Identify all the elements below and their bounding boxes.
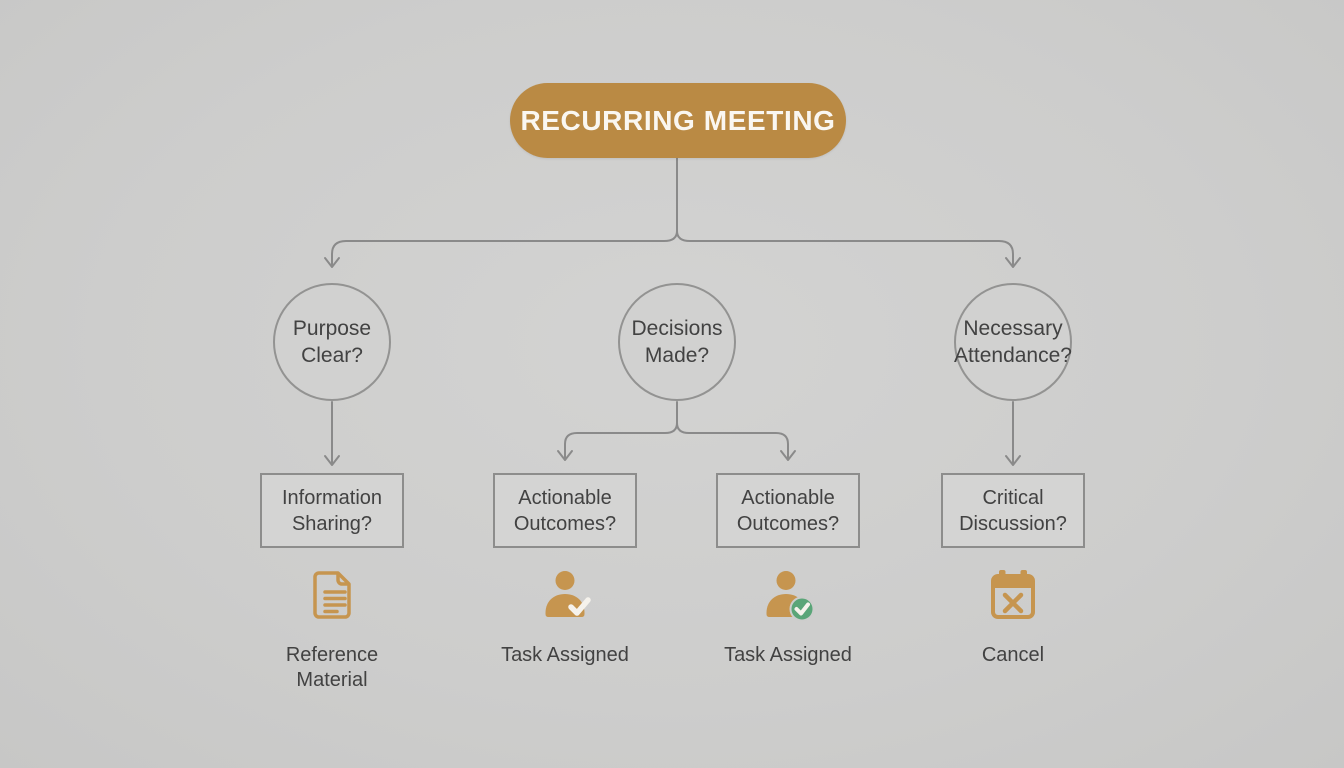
question-label-line1: Critical — [982, 486, 1044, 509]
question-label-line1: Actionable — [741, 486, 835, 509]
document-icon — [304, 567, 360, 623]
question-box-actionable-outcomes-2: Actionable Outcomes? — [716, 473, 860, 548]
question-label-line2: Outcomes? — [736, 512, 840, 535]
outcome-label-reference-material: Reference Material — [285, 644, 379, 691]
decision-circle-necessary-attendance: Necessary Attendance? — [954, 283, 1072, 401]
decision-label-line1: Decisions — [631, 316, 723, 340]
question-box-information-sharing: Information Sharing? — [260, 473, 404, 548]
decision-label-line1: Purpose — [292, 316, 372, 340]
arrowhead-middle-right-rect — [780, 450, 796, 461]
connector-middle-right — [676, 422, 789, 459]
question-label-line1: Information — [281, 486, 383, 509]
question-label-line2: Outcomes? — [513, 512, 617, 535]
arrowhead-middle-left-rect — [557, 450, 573, 461]
question-label-line2: Discussion? — [959, 512, 1067, 535]
outcome-label-cancel: Cancel — [981, 644, 1045, 666]
decision-circle-purpose-clear: Purpose Clear? — [273, 283, 391, 401]
decision-label-line1: Necessary — [963, 316, 1063, 340]
connector-middle-left — [564, 422, 678, 459]
question-label-line1: Actionable — [518, 486, 612, 509]
calendar-x-icon — [985, 567, 1041, 623]
arrowhead-left-circle — [324, 257, 340, 268]
decision-label-line2: Attendance? — [954, 344, 1072, 367]
person-check-badge-icon — [760, 567, 816, 623]
arrowhead-right-circle — [1005, 257, 1021, 268]
connector-branch-left — [331, 230, 678, 266]
root-node-recurring-meeting: RECURRING MEETING — [510, 83, 846, 158]
decision-label-line2: Clear? — [301, 344, 363, 367]
question-label-line2: Sharing? — [291, 512, 373, 535]
outcome-label-task-assigned-2: Task Assigned — [724, 644, 852, 666]
person-check-icon — [537, 567, 593, 623]
arrowhead-right-rect — [1005, 455, 1021, 466]
outcome-label-task-assigned-1: Task Assigned — [501, 644, 629, 666]
arrowhead-left-rect — [324, 455, 340, 466]
root-node-label: RECURRING MEETING — [520, 104, 836, 136]
decision-circle-decisions-made: Decisions Made? — [618, 283, 736, 401]
question-box-actionable-outcomes-1: Actionable Outcomes? — [493, 473, 637, 548]
connector-branch-right — [676, 230, 1014, 266]
decision-label-line2: Made? — [644, 344, 710, 367]
question-box-critical-discussion: Critical Discussion? — [941, 473, 1085, 548]
